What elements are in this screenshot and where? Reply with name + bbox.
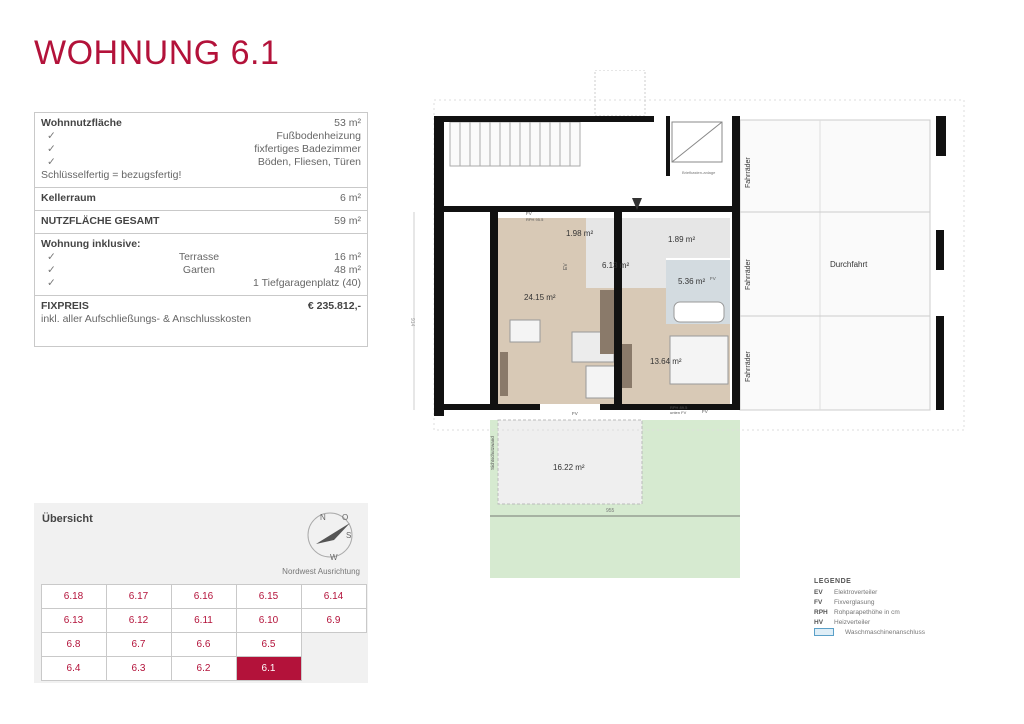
washing-machine-icon: [814, 628, 834, 636]
unit-cell[interactable]: 6.15: [235, 583, 302, 609]
compass-s: S: [346, 531, 351, 540]
label-fahrrad3: Fahrräder: [745, 351, 752, 382]
fixpreis-label: FIXPREIS: [41, 300, 89, 312]
label-fahrrad1: Fahrräder: [745, 157, 752, 188]
unit-cell-empty: [301, 632, 367, 657]
garage-row: 1 Tiefgaragenplatz (40): [41, 277, 361, 290]
section-keller: Kellerraum 6 m²: [35, 188, 367, 211]
wohnnutz-label: Wohnnutzfläche: [41, 117, 122, 129]
gesamt-value: 59 m²: [334, 215, 361, 227]
room-terrasse: 16.22 m²: [553, 463, 585, 472]
unit-cell[interactable]: 6.13: [40, 607, 107, 633]
wohnnutz-value: 53 m²: [334, 117, 361, 129]
storage-floor: [666, 218, 730, 258]
section-fixpreis: FIXPREIS € 235.812,- inkl. aller Aufschli…: [35, 296, 367, 346]
section-wohnnutz: Wohnnutzfläche 53 m² Fußbodenheizung fixf…: [35, 113, 367, 188]
unit-cell[interactable]: 6.5: [235, 631, 302, 657]
label-durchfahrt: Durchfahrt: [830, 260, 868, 269]
unit-cell[interactable]: 6.17: [105, 583, 172, 609]
unit-cell[interactable]: 6.2: [170, 655, 237, 681]
fixpreis-note: inkl. aller Aufschließungs- & Anschlussk…: [41, 313, 252, 325]
label-fv2: FV: [702, 409, 708, 414]
stairs: [449, 121, 581, 167]
unit-grid: 6.18 6.17 6.16 6.15 6.14 6.13 6.12 6.11 …: [40, 583, 367, 681]
label-sichtschutz: Sichtschutzwand: [490, 436, 495, 470]
legend-item-wm: Waschmaschinenanschluss: [814, 628, 925, 638]
label-rph-bottom2: unten FV: [670, 410, 687, 415]
unit-cell[interactable]: 6.6: [170, 631, 237, 657]
label-fv1: FV: [572, 411, 578, 416]
room-bad: 5.36 m²: [678, 277, 705, 286]
compass-icon: N O S W: [307, 512, 353, 562]
feature-item: fixfertiges Badezimmer: [41, 143, 361, 156]
page-title: WOHNUNG 6.1: [34, 34, 280, 72]
unit-cell[interactable]: 6.10: [235, 607, 302, 633]
label-briefkasten: Briefkasten-anlage: [682, 170, 716, 175]
room-schlafen: 13.64 m²: [650, 357, 682, 366]
label-fahrrad2: Fahrräder: [745, 259, 752, 290]
unit-cell[interactable]: 6.3: [105, 655, 172, 681]
hall-floor: [586, 218, 666, 288]
unit-cell[interactable]: 6.8: [40, 631, 107, 657]
info-table: Wohnnutzfläche 53 m² Fußbodenheizung fixf…: [34, 112, 368, 347]
unit-cell[interactable]: 6.14: [300, 583, 367, 609]
room-wc: 1.98 m²: [566, 229, 593, 238]
unit-cell[interactable]: 6.7: [105, 631, 172, 657]
legend-title: LEGENDE: [814, 578, 852, 585]
unit-cell-active[interactable]: 6.1: [235, 655, 302, 681]
label-rph-bottom: RPH 89.5: [670, 405, 688, 410]
unit-cell[interactable]: 6.9: [300, 607, 367, 633]
unit-cell[interactable]: 6.4: [40, 655, 107, 681]
unit-cell[interactable]: 6.18: [40, 583, 107, 609]
gesamt-label: NUTZFLÄCHE GESAMT: [41, 215, 160, 227]
walls: [434, 116, 946, 416]
feature-item: Fußbodenheizung: [41, 130, 361, 143]
room-abstell: 1.89 m²: [668, 235, 695, 244]
room-wohnen: 24.15 m²: [524, 293, 556, 302]
schluessel-note: Schlüsselfertig = bezugsfertig!: [41, 169, 182, 181]
terrace-area: [497, 419, 643, 505]
label-dim-v: 914: [410, 318, 415, 327]
label-ev: EV: [563, 263, 569, 270]
unit-cell[interactable]: 6.16: [170, 583, 237, 609]
fixpreis-value: € 235.812,-: [307, 300, 361, 312]
compass-o: O: [342, 513, 348, 522]
unit-cell[interactable]: 6.12: [105, 607, 172, 633]
inklusive-label: Wohnung inklusive:: [41, 238, 141, 250]
unit-cell-empty: [301, 656, 367, 681]
unit-cell[interactable]: 6.11: [170, 607, 237, 633]
overview-title: Übersicht: [42, 513, 93, 525]
label-rph-top: RPH 95.5: [526, 217, 544, 222]
compass-n: N: [320, 513, 326, 522]
label-fv3: FV: [710, 276, 716, 281]
section-gesamt: NUTZFLÄCHE GESAMT 59 m²: [35, 211, 367, 234]
room-flur: 6.13 m²: [602, 261, 629, 270]
keller-label: Kellerraum: [41, 192, 96, 204]
keller-value: 6 m²: [340, 192, 361, 204]
feature-item: Böden, Fliesen, Türen: [41, 156, 361, 169]
orientation-label: Nordwest Ausrichtung: [282, 567, 360, 576]
compass-w: W: [330, 553, 338, 562]
floor-plan: 24.15 m² 1.98 m² 6.13 m² 1.89 m² 5.36 m²…: [410, 70, 965, 578]
label-dim-h: 955: [606, 508, 615, 514]
label-fv-top: FV: [526, 211, 532, 216]
